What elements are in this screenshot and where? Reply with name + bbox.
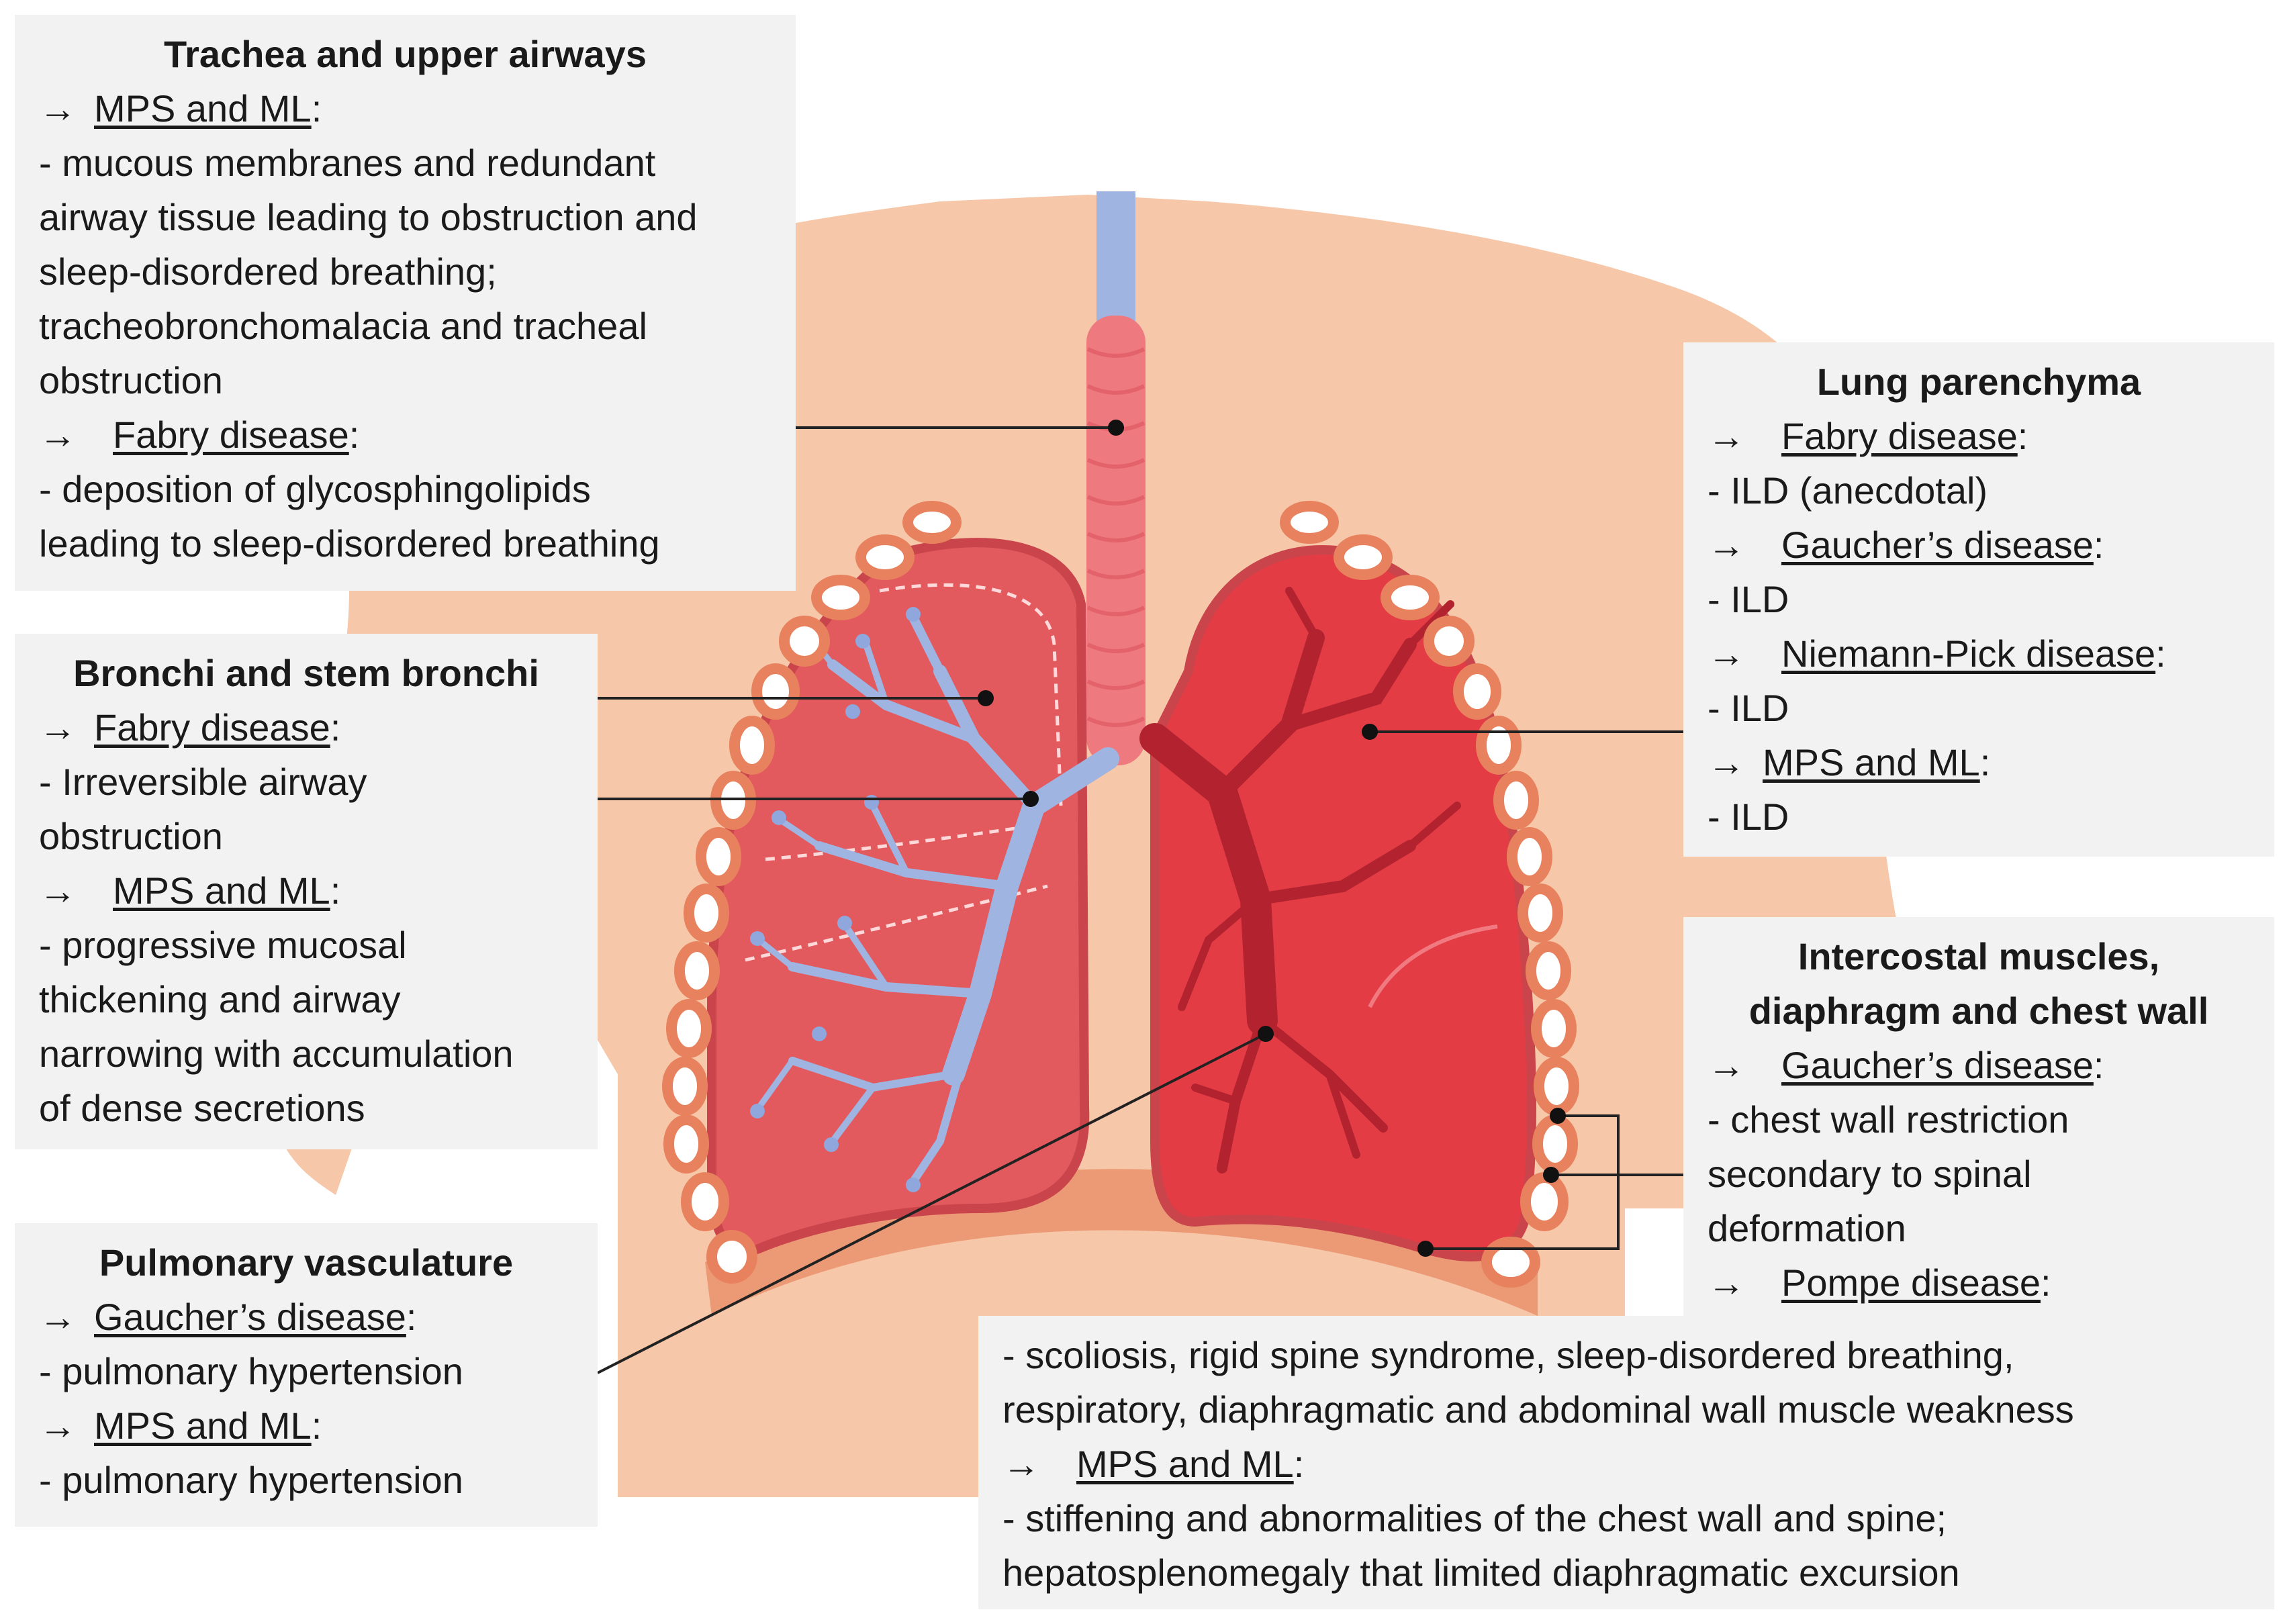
trachea-line-5: obstruction xyxy=(39,359,223,401)
arrow-icon: → xyxy=(1708,524,1745,566)
trachea-line-6: - deposition of glycosphingolipids xyxy=(39,468,591,510)
disease-label: MPS and ML xyxy=(94,87,312,130)
bronchi-header-1: →Fabry disease: xyxy=(39,700,573,755)
vasculature-line-2: - pulmonary hypertension xyxy=(39,1459,463,1501)
trachea-header-2: →Fabry disease: xyxy=(39,408,772,462)
bronchi-box: Bronchi and stem bronchi →Fabry disease:… xyxy=(15,634,598,1149)
arrow-icon: → xyxy=(39,1296,77,1338)
parenchyma-header-3: →Niemann-Pick disease: xyxy=(1708,626,2250,681)
rib-chain-right xyxy=(1280,501,1579,1288)
bronchi-line-2: obstruction xyxy=(39,815,223,857)
vasculature-header-1: →Gaucher’s disease: xyxy=(39,1290,573,1344)
vasculature-line-1: - pulmonary hypertension xyxy=(39,1350,463,1392)
disease-label: Gaucher’s disease xyxy=(94,1296,406,1338)
bronchi-line-6: of dense secretions xyxy=(39,1087,365,1129)
parenchyma-title: Lung parenchyma xyxy=(1816,361,2141,403)
disease-label: MPS and ML xyxy=(1763,741,1980,783)
parenchyma-line-4: - ILD xyxy=(1708,796,1789,838)
vasculature-header-2: →MPS and ML: xyxy=(39,1398,573,1453)
intercostal-header-2: →Pompe disease: xyxy=(1708,1255,2250,1310)
arrow-icon: → xyxy=(1708,415,1745,457)
bronchi-line-1: - Irreversible airway xyxy=(39,761,367,803)
parenchyma-header-4: →MPS and ML: xyxy=(1708,735,2250,790)
arrow-icon: → xyxy=(1708,632,1745,675)
bronchi-line-5: narrowing with accumulation xyxy=(39,1033,514,1075)
disease-label: Fabry disease xyxy=(113,414,349,456)
trachea-line-3: sleep-disordered breathing; xyxy=(39,250,497,293)
arrow-icon: → xyxy=(1708,1044,1745,1086)
intercostal-line-2: secondary to spinal xyxy=(1708,1153,2032,1195)
bronchi-title: Bronchi and stem bronchi xyxy=(73,652,539,694)
trachea-line-7: leading to sleep-disordered breathing xyxy=(39,522,660,565)
arrow-icon: → xyxy=(1708,741,1745,783)
arrow-icon: → xyxy=(1708,1261,1745,1304)
bronchi-line-4: thickening and airway xyxy=(39,978,401,1020)
pompe-box: - scoliosis, rigid spine syndrome, sleep… xyxy=(978,1316,2274,1609)
intercostal-box: Intercostal muscles, diaphragm and chest… xyxy=(1683,917,2274,1316)
vasculature-title: Pulmonary vasculature xyxy=(99,1241,514,1284)
pompe-line-4: hepatosplenomegaly that limited diaphrag… xyxy=(1002,1551,1960,1594)
trachea-upper xyxy=(1096,191,1135,322)
anchor-dots xyxy=(978,420,1566,1257)
intercostal-title-1: Intercostal muscles, xyxy=(1797,935,2160,977)
trachea-ring-lines xyxy=(1086,347,1146,727)
trachea-title: Trachea and upper airways xyxy=(164,33,647,75)
disease-label: Niemann-Pick disease xyxy=(1781,632,2156,675)
trachea-line-2: airway tissue leading to obstruction and xyxy=(39,196,698,238)
parenchyma-header-2: →Gaucher’s disease: xyxy=(1708,518,2250,572)
disease-label: Pompe disease xyxy=(1781,1261,2041,1304)
disease-label: MPS and ML xyxy=(1076,1443,1294,1485)
intercostal-line-1: - chest wall restriction xyxy=(1708,1098,2069,1141)
trachea-header-1: →MPS and ML: xyxy=(39,81,772,136)
parenchyma-line-1: - ILD (anecdotal) xyxy=(1708,469,1988,512)
bronchi-line-3: - progressive mucosal xyxy=(39,924,407,966)
disease-label: Gaucher’s disease xyxy=(1781,524,2094,566)
intercostal-title-2: diaphragm and chest wall xyxy=(1748,990,2209,1032)
right-lung-fissure xyxy=(1368,924,1498,1008)
parenchyma-header-1: →Fabry disease: xyxy=(1708,409,2250,463)
pompe-line-2: respiratory, diaphragmatic and abdominal… xyxy=(1002,1388,2074,1431)
disease-label: MPS and ML xyxy=(94,1404,312,1447)
arrow-icon: → xyxy=(39,869,77,912)
pompe-line-3: - stiffening and abnormalities of the ch… xyxy=(1002,1497,1947,1539)
trachea-box: Trachea and upper airways →MPS and ML: -… xyxy=(15,15,796,591)
bronchi-header-2: →MPS and ML: xyxy=(39,863,573,918)
arrow-icon: → xyxy=(39,87,77,130)
intercostal-header-1: →Gaucher’s disease: xyxy=(1708,1038,2250,1092)
pompe-header-1: →MPS and ML: xyxy=(1002,1437,2250,1491)
arrow-icon: → xyxy=(39,706,77,749)
disease-label: Gaucher’s disease xyxy=(1781,1044,2094,1086)
trachea-line-4: tracheobronchomalacia and tracheal xyxy=(39,305,647,347)
parenchyma-line-2: - ILD xyxy=(1708,578,1789,620)
rib-chain-left xyxy=(662,501,962,1284)
disease-label: Fabry disease xyxy=(94,706,330,749)
parenchyma-line-3: - ILD xyxy=(1708,687,1789,729)
intercostal-line-3: deformation xyxy=(1708,1207,1906,1249)
parenchyma-box: Lung parenchyma →Fabry disease: - ILD (a… xyxy=(1683,342,2274,857)
arrow-icon: → xyxy=(39,414,77,456)
disease-label: MPS and ML xyxy=(113,869,330,912)
pompe-line-1: - scoliosis, rigid spine syndrome, sleep… xyxy=(1002,1334,2014,1376)
arrow-icon: → xyxy=(1002,1443,1040,1485)
trachea-line-1: - mucous membranes and redundant xyxy=(39,142,656,184)
vasculature-box: Pulmonary vasculature → Gaucher’s disease… xyxy=(15,1223,598,1527)
arrow-icon: → xyxy=(39,1404,77,1447)
leader-lines xyxy=(597,426,1683,1374)
disease-label: Fabry disease xyxy=(1781,415,2018,457)
